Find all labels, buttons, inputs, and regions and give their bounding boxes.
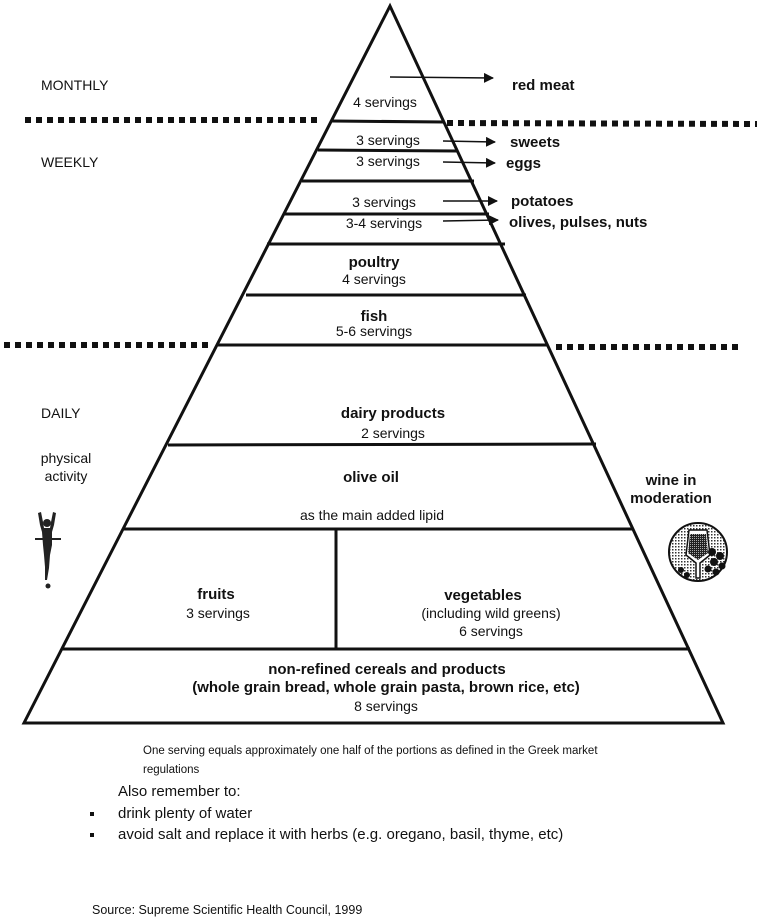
tier-line	[317, 148, 459, 153]
bullet-icon	[90, 812, 94, 816]
list-item-text: drink plenty of water	[118, 805, 253, 822]
food-fruits: fruits	[197, 586, 235, 603]
bullet-icon	[90, 833, 94, 837]
label-monthly: MONTHLY	[41, 77, 109, 93]
tier-lines	[62, 119, 690, 651]
label-moderation: moderation	[630, 490, 712, 507]
servings-potatoes: 3 servings	[352, 194, 416, 210]
servings-fruits: 3 servings	[186, 605, 250, 621]
food-cereals: non-refined cereals and products	[268, 661, 506, 678]
label-activity: activity	[45, 468, 88, 484]
servings-fish: 5-6 servings	[336, 323, 412, 339]
servings-dairy: 2 servings	[361, 425, 425, 441]
label-wine-in: wine in	[645, 472, 697, 489]
label-weekly: WEEKLY	[41, 154, 99, 170]
separator-monthly-weekly-right	[446, 120, 758, 127]
arrow-red-meat	[389, 72, 494, 83]
food-sweets: sweets	[510, 134, 560, 151]
label-physical: physical	[41, 450, 92, 466]
food-potatoes: potatoes	[511, 193, 574, 210]
wine-glass-grapes-icon	[668, 522, 728, 582]
arrow-sweets	[442, 136, 496, 147]
note-cereals: (whole grain bread, whole grain pasta, b…	[192, 679, 580, 696]
pyramid-outline	[21, 2, 726, 725]
serving-footnote: One serving equals approximately one hal…	[143, 745, 598, 776]
list-item: avoid salt and replace it with herbs (e.…	[90, 824, 563, 845]
servings-cereals: 8 servings	[354, 698, 418, 714]
servings-vegetables: 6 servings	[459, 623, 523, 639]
servings-olives: 3-4 servings	[346, 215, 422, 231]
servings-eggs: 3 servings	[356, 153, 420, 169]
food-eggs: eggs	[506, 155, 541, 172]
note-vegetables: (including wild greens)	[421, 605, 560, 621]
list-item: drink plenty of water	[90, 803, 563, 824]
also-remember-heading: Also remember to:	[118, 783, 241, 800]
food-fish: fish	[361, 308, 388, 325]
note-olive-oil: as the main added lipid	[300, 507, 444, 523]
food-poultry: poultry	[349, 254, 400, 271]
list-item-text: avoid salt and replace it with herbs (e.…	[118, 826, 564, 843]
food-dairy: dairy products	[341, 405, 445, 422]
food-olives-pulses-nuts: olives, pulses, nuts	[509, 214, 647, 231]
runner-icon	[35, 512, 61, 589]
food-olive-oil: olive oil	[343, 469, 399, 486]
servings-poultry: 4 servings	[342, 271, 406, 287]
food-vegetables: vegetables	[444, 587, 522, 604]
servings-red-meat: 4 servings	[353, 94, 417, 110]
source-citation: Source: Supreme Scientific Health Counci…	[92, 903, 363, 917]
arrow-olives	[442, 215, 499, 226]
tier-line	[331, 119, 445, 124]
label-daily: DAILY	[41, 405, 81, 421]
also-remember-list: drink plenty of water avoid salt and rep…	[90, 803, 563, 845]
food-red-meat: red meat	[512, 77, 575, 94]
servings-sweets: 3 servings	[356, 132, 420, 148]
tier-line	[167, 442, 597, 447]
arrow-eggs	[442, 157, 496, 168]
